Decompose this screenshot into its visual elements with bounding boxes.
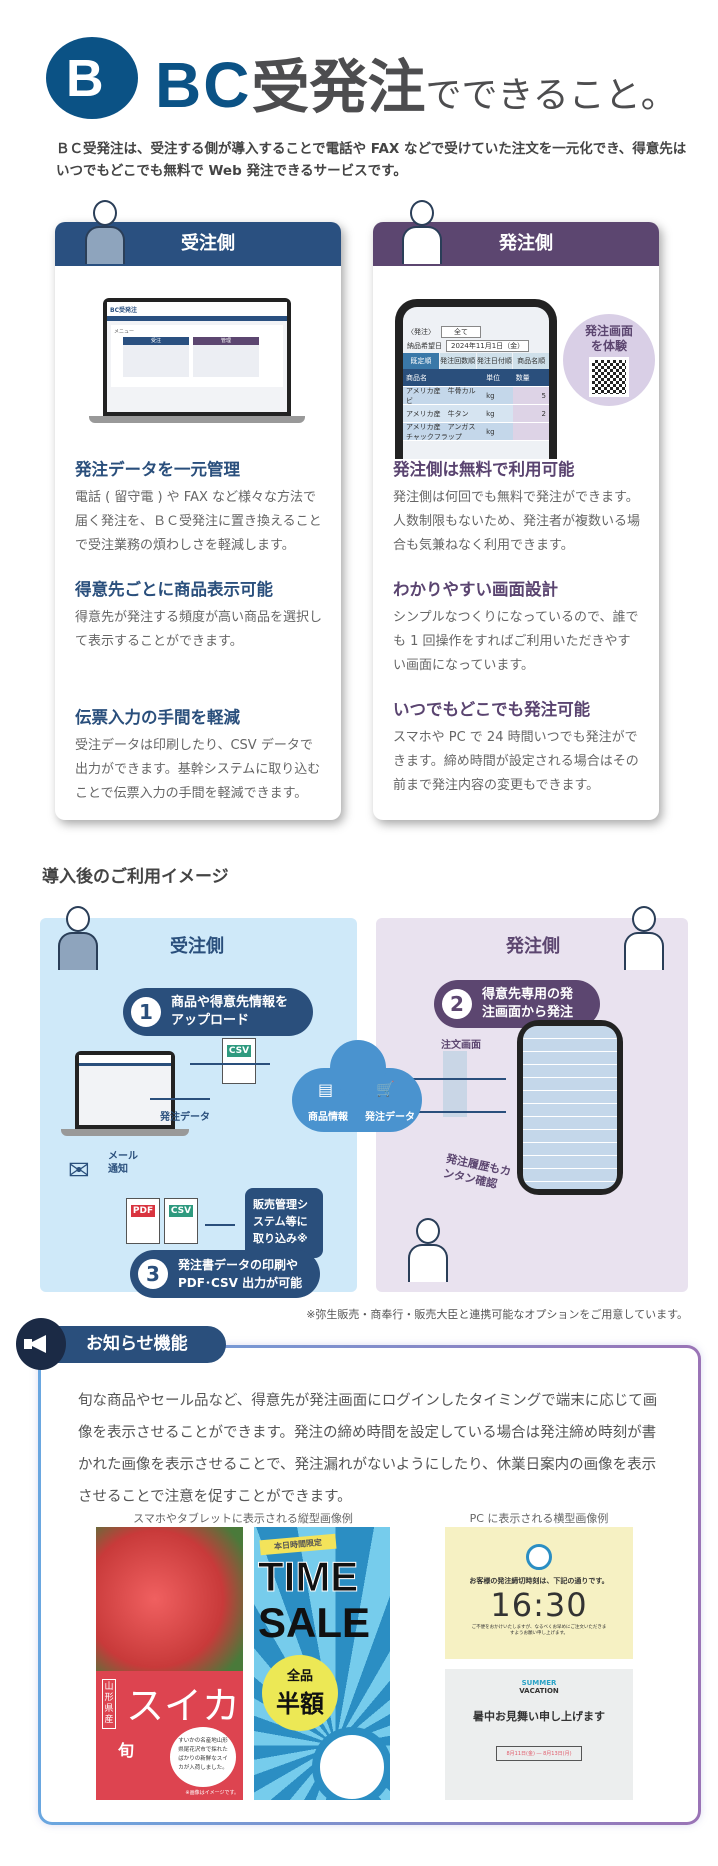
laptop-screenshot: BC受発注 メニュー 受注 管理: [89, 298, 305, 423]
card-receiver: 受注側 BC受発注 メニュー 受注 管理 発注データを一元管理電話 ( 留守電 …: [55, 222, 341, 820]
qr-code-icon: [589, 357, 629, 397]
chef-person-icon: [406, 1218, 456, 1282]
caption-mobile: スマホやタブレットに表示される縦型画像例: [133, 1512, 353, 1525]
time-sale-image: 本日時間限定 TIME SALE 全品半額: [254, 1527, 390, 1800]
page-title: BC受発注でできること。: [155, 49, 677, 121]
receiver-person-icon: [56, 906, 100, 970]
usage-title: 導入後のご利用イメージ: [42, 867, 229, 887]
csv-file-icon: CSV: [164, 1198, 198, 1244]
receiver-person-icon: [83, 200, 127, 264]
pdf-file-icon: PDF: [126, 1198, 160, 1244]
bc-logo: B: [46, 37, 138, 119]
deadline-image: お客様の発注締切時刻は、下記の通りです。 16:30 ご不便をおかけいたしますが…: [445, 1527, 633, 1659]
clock-icon: [526, 1544, 552, 1570]
caption-pc: PC に表示される横型画像例: [469, 1512, 609, 1525]
csv-file-icon: CSV: [222, 1038, 256, 1084]
laptop-icon: [61, 1051, 189, 1136]
vacation-image: SUMMER VACATION 暑中お見舞い申し上げます 8月11日(金) ― …: [445, 1669, 633, 1800]
qr-trial-badge[interactable]: 発注画面を体験: [563, 314, 655, 406]
mail-icon: ✉: [68, 1156, 90, 1186]
feature-list: 発注データを一元管理電話 ( 留守電 ) や FAX など様々な方法で届く発注を…: [75, 460, 323, 801]
notice-text: 旬な商品やセール品など、得意先が発注画面にログインしたタイミングで端末に応じて画…: [78, 1393, 658, 1505]
feature-list: 発注側は無料で利用可能発注側は何回でも無料で発注ができます。人数制限もないため、…: [393, 460, 641, 793]
megaphone-icon: [16, 1318, 66, 1370]
chef-person-icon: [400, 200, 444, 264]
footnote: ※弥生販売・商奉行・販売大臣と連携可能なオプションをご用意しています。: [306, 1308, 688, 1321]
cart-icon: 🛒: [376, 1080, 395, 1098]
import-box: 販売管理システム等に取り込み※: [245, 1188, 323, 1258]
chef-person-icon: [622, 906, 666, 970]
notice-title: お知らせ機能: [40, 1326, 226, 1363]
alarm-clock-icon: [312, 1727, 390, 1800]
order-screen-thumb: [443, 1051, 467, 1117]
document-icon: ▤: [318, 1080, 334, 1099]
phone-order-screen: [517, 1020, 623, 1195]
intro-text: ＢＣ受発注は、受注する側が導入することで電話や FAX などで受けていた注文を一…: [56, 141, 687, 179]
suika-image: 山形県産 スイカ 旬 すいかの名産地山形県尾花沢市で採れたばかりの新鮮なスイカが…: [96, 1527, 243, 1800]
